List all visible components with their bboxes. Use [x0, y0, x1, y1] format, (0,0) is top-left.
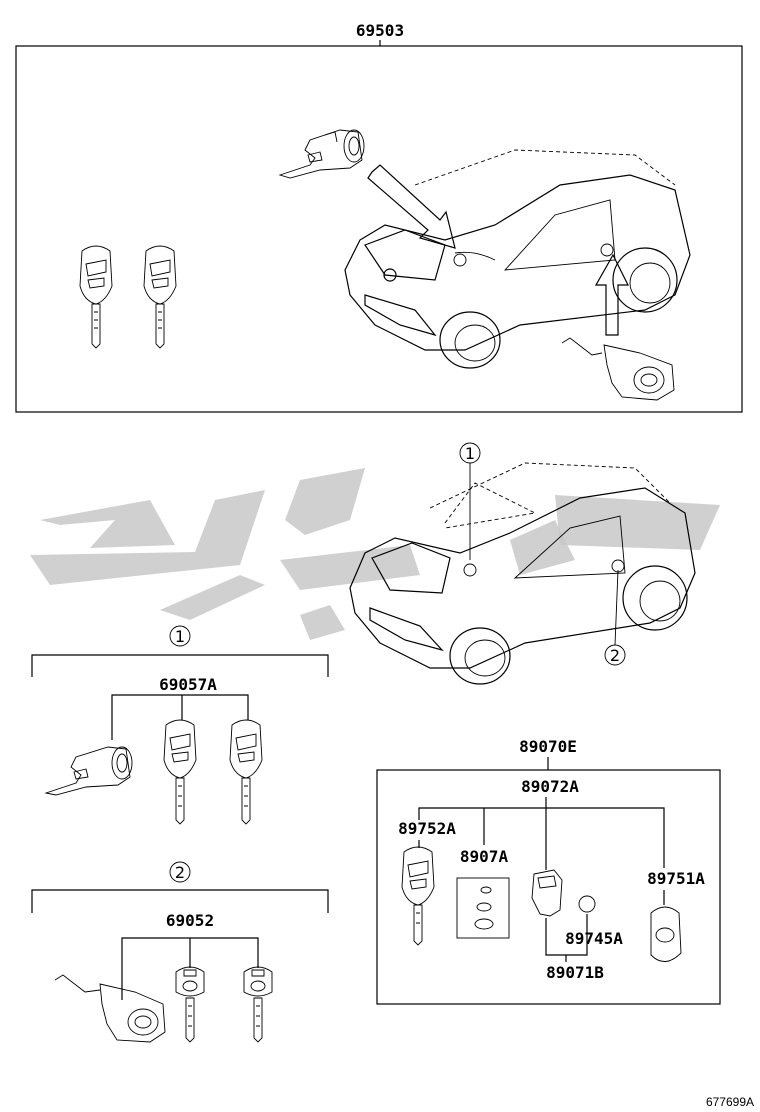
key-icon — [229, 719, 263, 825]
group-1-label: 1 — [175, 627, 185, 646]
key-icon — [401, 846, 435, 946]
watermark-logo — [30, 468, 720, 640]
back-door-lock-icon — [54, 974, 166, 1043]
key-case-icon — [531, 869, 563, 917]
part-label-69052: 69052 — [166, 911, 214, 930]
kit-69052-group: 2 69052 — [31, 861, 329, 1043]
part-label-69057A: 69057A — [159, 675, 217, 694]
part-label-8907A: 8907A — [460, 847, 509, 866]
part-label-89751A: 89751A — [647, 869, 705, 888]
remote-transmitter-icon — [650, 906, 682, 962]
kit-69503-group: 69503 — [15, 21, 743, 413]
kit-89070E-group: 89070E 89072A 89752A 8907A — [376, 737, 721, 1005]
part-label-89752A: 89752A — [398, 819, 456, 838]
part-label-89070E: 89070E — [519, 737, 577, 756]
callout-1: 1 — [459, 442, 481, 560]
callout-1-label: 1 — [465, 444, 475, 463]
car-illustration — [344, 149, 691, 369]
key-icon — [143, 245, 177, 349]
door-lock-cylinder-icon — [44, 746, 133, 796]
battery-icon — [578, 895, 596, 913]
arrow-icon — [367, 164, 629, 336]
figure-id: 677699A — [706, 1095, 754, 1109]
key-icon — [243, 966, 273, 1043]
group-2-label: 2 — [175, 863, 185, 882]
key-icon — [163, 719, 197, 825]
key-icon — [175, 966, 205, 1043]
part-label-89745A: 89745A — [565, 929, 623, 948]
kit-69057A-group: 1 69057A — [31, 625, 329, 825]
callout-2: 2 — [604, 569, 626, 666]
kit-69503-frame — [15, 45, 743, 413]
transponder-chip-set-icon — [456, 877, 510, 939]
back-door-lock-icon — [561, 337, 675, 401]
part-label-69503: 69503 — [356, 21, 404, 40]
car-location-diagram — [349, 462, 696, 685]
key-icon — [79, 245, 113, 349]
kit-89070E-frame — [376, 769, 721, 1005]
part-label-89071B: 89071B — [546, 963, 604, 982]
part-label-89072A: 89072A — [521, 777, 579, 796]
callout-2-label: 2 — [610, 646, 620, 665]
door-lock-cylinder-icon — [278, 129, 365, 179]
